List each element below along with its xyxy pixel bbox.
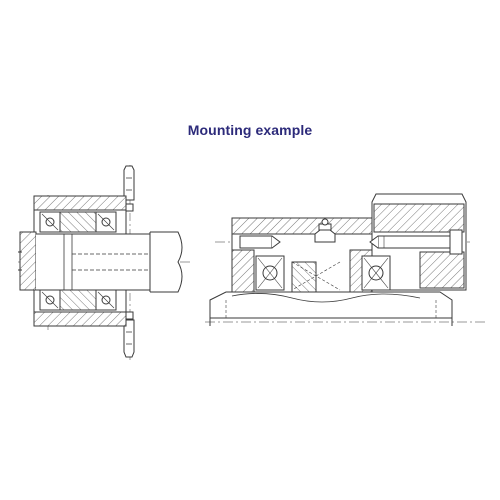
sprocket-teeth [123, 165, 135, 201]
sprocket-hub-assembly [18, 165, 192, 360]
bolt [377, 235, 451, 249]
shaft [36, 233, 155, 291]
bearing-block-assembly [205, 193, 485, 326]
grease-nipple [314, 229, 336, 243]
sprocket-teeth [123, 319, 135, 358]
base-plate [209, 291, 453, 319]
bolt [239, 235, 273, 249]
page-title: Mounting example [187, 122, 313, 138]
